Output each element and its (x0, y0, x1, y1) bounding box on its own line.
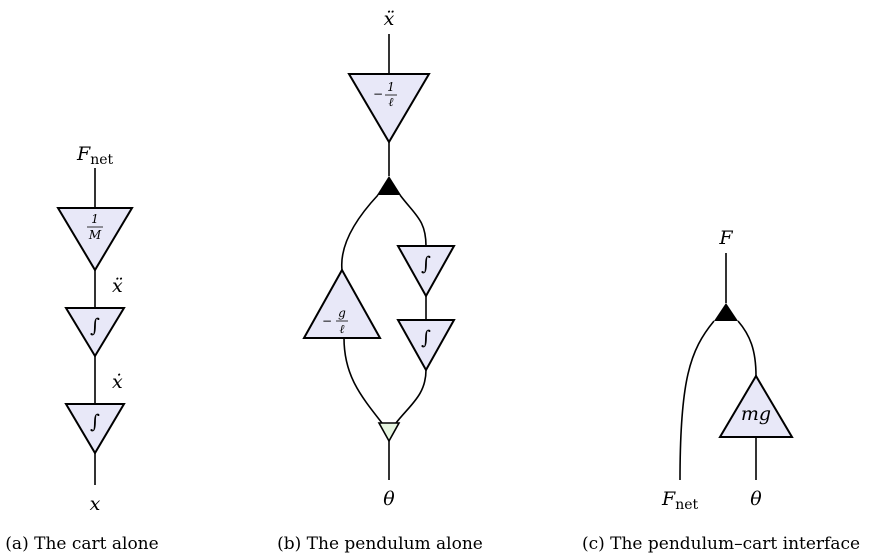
panel-a-input-label: Fnet (76, 143, 113, 168)
panel-b-output-label: θ (383, 488, 395, 510)
panel-a-gain-numerator: 1 (91, 212, 99, 226)
panel-a-integrator-2 (64, 403, 126, 455)
panel-b-wire-right-merge (395, 369, 427, 424)
panel-b-gain-left-numerator: g (338, 306, 346, 320)
panel-c-output-right-label: θ (750, 488, 762, 510)
panel-b-gain-top-sign: − (373, 87, 383, 101)
panel-c-wire-left (679, 320, 715, 481)
panel-b: ẍ − 1 ℓ − g ℓ ∫ ∫ θ (302, 8, 456, 510)
panel-c-output-left-label: Fnet (661, 488, 698, 513)
panel-b-gain-left (302, 267, 382, 339)
panel-a-xdot-label: ẋ (112, 371, 123, 393)
panel-b-copy-node (377, 176, 401, 195)
panel-a: Fnet 1 M ẍ ∫ ẋ ∫ x (56, 143, 134, 515)
panel-b-wire-right-split (399, 194, 427, 247)
panel-c-input-label: F (718, 227, 733, 249)
panel-b-integrator-1 (396, 245, 456, 299)
panel-a-xddot-label: ẍ (112, 275, 123, 297)
panel-b-sum-node (377, 422, 401, 443)
panel-b-input-label: ẍ (384, 8, 395, 30)
panel-b-integral-symbol-2: ∫ (421, 327, 431, 349)
panel-b-gain-top (347, 73, 431, 144)
panel-c-copy-node (714, 303, 738, 321)
panel-b-gain-top-numerator: 1 (387, 80, 395, 94)
panel-b-caption: (b) The pendulum alone (277, 534, 483, 554)
panel-a-gain-block (56, 207, 134, 272)
panel-b-wire-left-merge (343, 337, 383, 424)
panel-b-wire-left-split (340, 194, 379, 271)
panel-a-integral-symbol-2: ∫ (90, 411, 100, 433)
panel-c: F mg Fnet θ (661, 227, 794, 513)
panel-b-gain-left-sign: − (322, 314, 332, 328)
panel-a-gain-denominator: M (88, 228, 102, 242)
panel-a-integrator-1 (64, 307, 126, 358)
panel-a-caption: (a) The cart alone (5, 534, 158, 554)
panel-a-integral-symbol-1: ∫ (90, 315, 100, 337)
panel-b-integrator-2 (396, 319, 456, 373)
panel-b-gain-top-denominator: ℓ (389, 95, 394, 109)
panel-b-integral-symbol-1: ∫ (421, 253, 431, 275)
panel-c-caption: (c) The pendulum–cart interface (582, 534, 860, 554)
panel-c-wire-right (737, 320, 757, 377)
panel-c-gain-label: mg (741, 403, 771, 425)
panel-a-output-label: x (90, 493, 101, 515)
panel-b-gain-left-denominator: ℓ (340, 322, 345, 336)
